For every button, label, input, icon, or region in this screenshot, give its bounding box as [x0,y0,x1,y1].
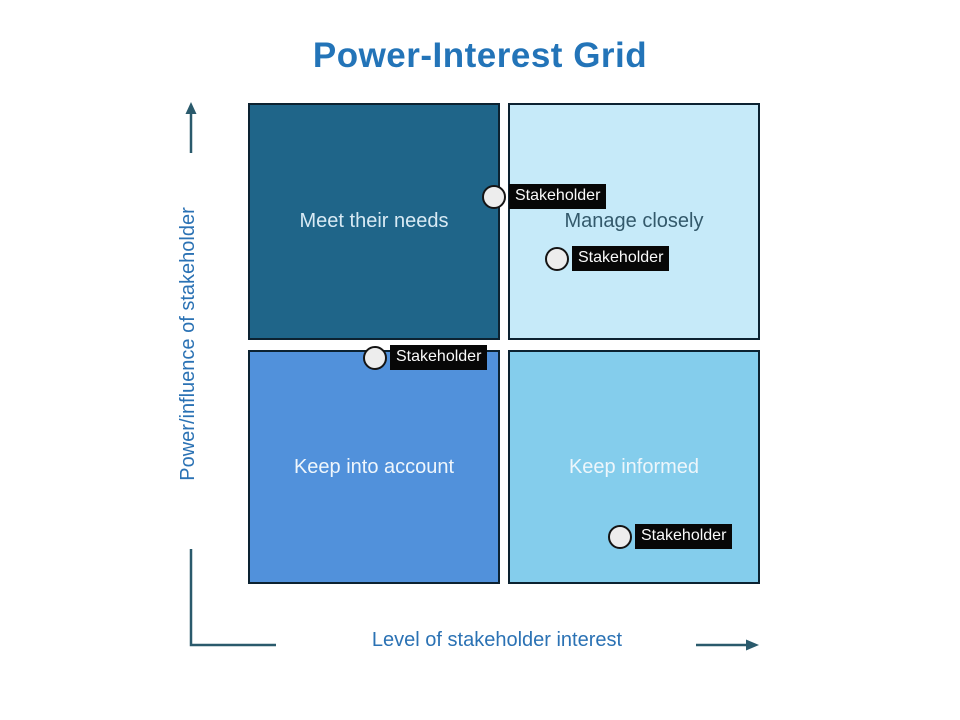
quadrant-keep-into-account: Keep into account [248,350,500,584]
page-title: Power-Interest Grid [312,36,648,75]
x-axis-arrow-icon [696,639,759,651]
stakeholder-tag: Stakeholder [390,345,488,370]
stakeholder-tag: Stakeholder [635,524,733,549]
stakeholder-dot-icon[interactable] [608,524,632,549]
stakeholder-marker[interactable]: Stakeholder [482,184,607,209]
stakeholder-tag: Stakeholder [572,246,670,271]
quadrant-label: Meet their needs [299,210,449,232]
stakeholder-marker[interactable]: Stakeholder [363,345,488,370]
stakeholder-dot-icon[interactable] [482,184,506,209]
quadrant-label: Keep into account [293,455,455,478]
x-axis-label: Level of stakeholder interest [371,629,623,651]
stakeholder-dot-icon[interactable] [363,345,387,370]
stakeholder-marker[interactable]: Stakeholder [545,246,670,271]
stakeholder-dot-icon[interactable] [545,246,569,271]
quadrant-label: Keep informed [568,455,700,478]
y-axis-label: Power/influence of stakeholder [177,207,199,481]
quadrant-manage-closely: Manage closely [508,103,760,340]
quadrant-meet-their-needs: Meet their needs [248,103,500,340]
stakeholder-marker[interactable]: Stakeholder [608,524,733,549]
stakeholder-tag: Stakeholder [509,184,607,209]
quadrant-label: Manage closely [564,210,704,232]
